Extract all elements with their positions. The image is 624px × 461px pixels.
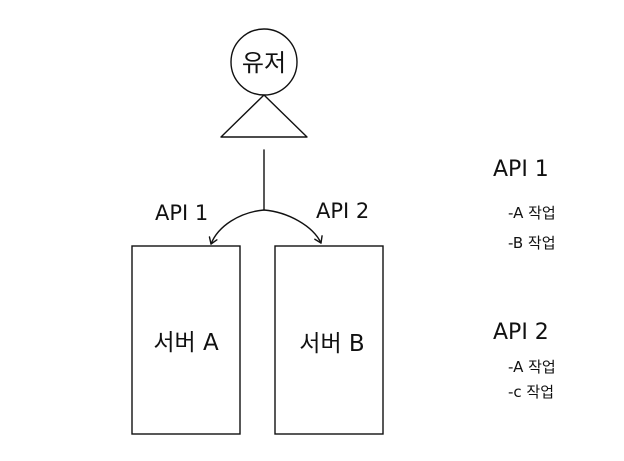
user-actor: 유저 <box>220 28 308 138</box>
api2-arrow <box>263 209 323 244</box>
notes-api1-title: API 1 <box>493 157 549 182</box>
notes-api1: API 1 -A 작업 -B 작업 <box>493 157 556 252</box>
notes-api1-item: -A 작업 <box>508 204 556 222</box>
notes-api1-item: -B 작업 <box>508 234 556 252</box>
notes-api2-item: -A 작업 <box>508 358 556 376</box>
notes-api2: API 2 -A 작업 -c 작업 <box>493 320 556 401</box>
api1-arrow-label: API 1 <box>155 201 208 225</box>
notes-api2-item: -c 작업 <box>508 383 554 401</box>
notes-api2-title: API 2 <box>493 320 549 345</box>
server-a: 서버 A <box>131 245 241 435</box>
user-label: 유저 <box>242 49 286 77</box>
server-b: 서버 B <box>274 245 384 435</box>
server-a-label: 서버 A <box>153 330 219 356</box>
user-body-triangle <box>220 94 308 138</box>
api1-arrow <box>208 209 265 245</box>
server-b-box <box>274 245 384 435</box>
api2-arrow-label: API 2 <box>316 199 369 223</box>
server-a-box <box>131 245 241 435</box>
server-b-label: 서버 B <box>299 331 364 357</box>
